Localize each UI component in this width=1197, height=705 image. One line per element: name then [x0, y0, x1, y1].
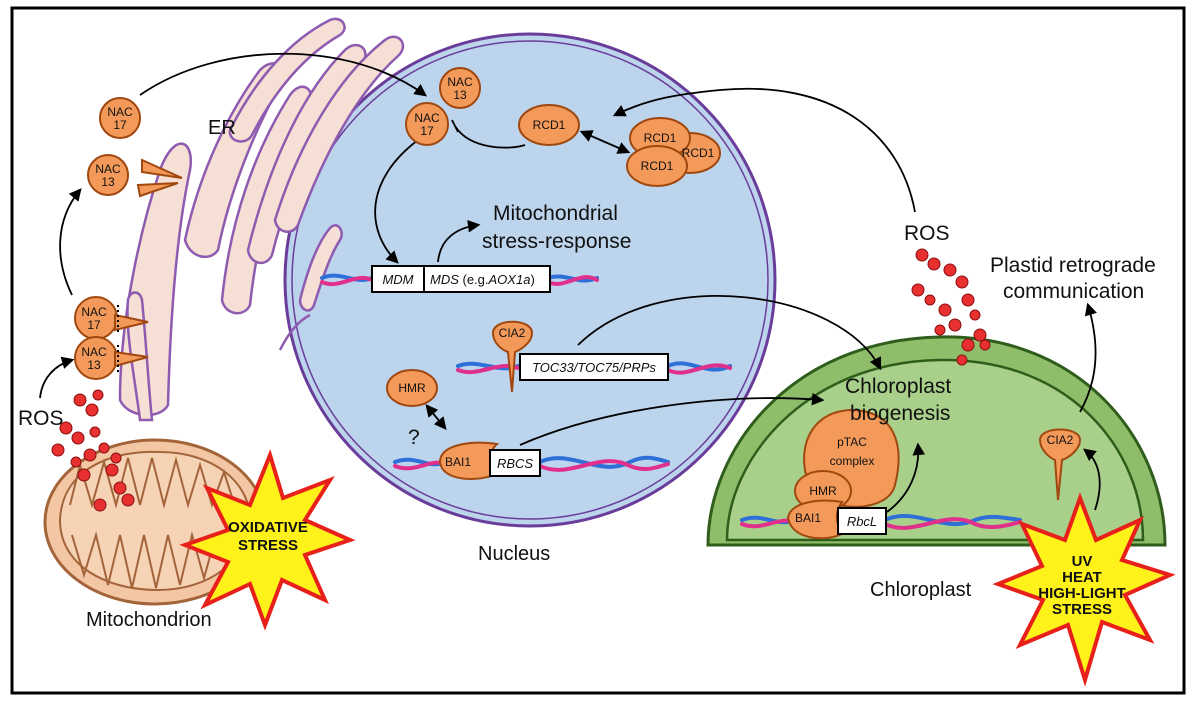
toc-box [519, 353, 669, 381]
nac17-top [99, 97, 141, 139]
rbcl-label: RbcL [847, 514, 877, 529]
arrows [39, 52, 1101, 513]
nac17-top-label-1: NAC [107, 105, 133, 119]
mdm-label: MDM [382, 272, 413, 287]
nac13-left-label-1: NAC [95, 162, 121, 176]
uv-heat-highlight-stress-burst [992, 492, 1176, 687]
gene-box-labels: MDM MDS (e.g.AOX1a) TOC33/TOC75/PRPs RBC… [382, 272, 877, 529]
plastid-retro-label-2: communication [1003, 280, 1144, 303]
rcd1-single [518, 104, 580, 146]
nac17-nucleus [405, 102, 449, 146]
nac-er-tail-1 [141, 158, 183, 179]
cia2-chloro [1038, 428, 1082, 501]
uv-label-4: STRESS [1052, 601, 1112, 618]
rbcs-label: RBCS [497, 456, 533, 471]
rcd1-a-label: RCD1 [682, 146, 715, 160]
oxidative-label-2: STRESS [238, 537, 298, 554]
protein-labels: NAC 17 NAC 13 NAC 17 NAC 13 NAC 13 NAC 1… [81, 75, 1073, 525]
rcd1-b-label: RCD1 [644, 131, 677, 145]
nac13-left-label-2: 13 [101, 175, 115, 189]
uv-label-1: UV [1072, 553, 1093, 570]
bai1-chloro [786, 499, 844, 540]
hmr-chloro-label: HMR [809, 484, 837, 498]
nac13-er-label-2: 13 [87, 358, 101, 372]
endoplasmic-reticulum [118, 17, 405, 422]
mito-stress-label-1: Mitochondrial [493, 202, 618, 225]
nac13-left [87, 154, 129, 196]
nac17-nuc-label-1: NAC [414, 111, 440, 125]
nac-er-tail-2 [136, 182, 179, 198]
cia2-nucleus-label: CIA2 [499, 326, 526, 340]
burst-labels: OXIDATIVE STRESS UV HEAT HIGH-LIGHT STRE… [228, 519, 1126, 618]
mds-label: MDS (e.g.AOX1a) [430, 272, 535, 287]
nac17-er-label-2: 17 [87, 318, 101, 332]
rcd1-c-label: RCD1 [641, 159, 674, 173]
chloro-biogen-label-1: Chloroplast [845, 375, 951, 398]
rbcs-box [489, 449, 541, 477]
bai1-chloro-label: BAI1 [795, 511, 821, 525]
mitochondrion [43, 438, 267, 606]
ptac-label-1: pTAC [837, 435, 867, 449]
nac13-nuc-label-1: NAC [447, 75, 473, 89]
question-mark: ? [408, 426, 420, 449]
nac17-er-label-1: NAC [81, 305, 107, 319]
rcd1-single-label: RCD1 [533, 118, 566, 132]
ros-left-label: ROS [18, 407, 64, 430]
ros-molecules-left [51, 389, 135, 512]
mds-box [423, 265, 551, 293]
gene-boxes [371, 265, 887, 535]
nac13-er-label-1: NAC [81, 345, 107, 359]
proteins [74, 67, 1082, 540]
mito-stress-label-2: stress-response [482, 230, 631, 253]
uv-label-3: HIGH-LIGHT [1038, 585, 1126, 602]
oxidative-label-1: OXIDATIVE [228, 519, 308, 536]
ptac-label-2: complex [830, 454, 875, 468]
plastid-retro-label-1: Plastid retrograde [990, 254, 1156, 277]
er-label: ER [208, 117, 236, 139]
bai1-nucleus-label: BAI1 [445, 455, 471, 469]
nucleus-label: Nucleus [478, 543, 550, 565]
cia2-nucleus [491, 320, 534, 393]
cia2-chloro-label: CIA2 [1047, 433, 1074, 447]
nac17-nuc-label-2: 17 [420, 124, 434, 138]
toc-label: TOC33/TOC75/PRPs [532, 360, 656, 375]
chloroplast-label: Chloroplast [870, 579, 972, 601]
oxidative-stress-burst [179, 448, 356, 631]
hmr-nucleus-label: HMR [398, 381, 426, 395]
hmr-nucleus [386, 369, 438, 407]
rbcl-box [837, 507, 887, 535]
labels: ER Nucleus Mitochondrion Chloroplast ROS… [18, 117, 1156, 631]
ros-molecules-right [911, 248, 991, 366]
chloro-biogen-label-2: biogenesis [850, 402, 950, 425]
nac17-top-label-2: 17 [113, 118, 127, 132]
nac13-nuc-label-2: 13 [453, 88, 467, 102]
uv-label-2: HEAT [1062, 569, 1102, 586]
ros-right-label: ROS [904, 222, 950, 245]
nac13-nucleus [439, 67, 481, 109]
mitochondrion-label: Mitochondrion [86, 609, 212, 631]
